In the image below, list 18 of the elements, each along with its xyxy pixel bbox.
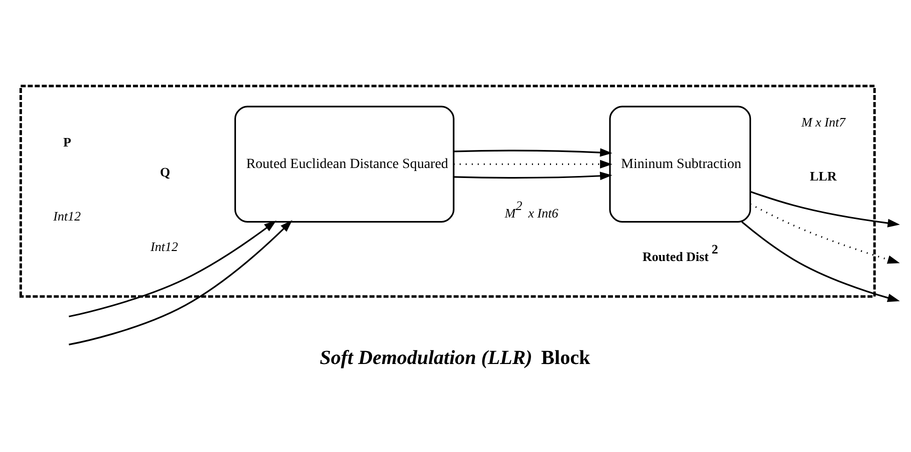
label: Q: [160, 164, 170, 180]
cluster: [19, 84, 876, 298]
label: LLR: [810, 168, 837, 184]
arrow: [68, 220, 292, 345]
arrow: [750, 202, 900, 264]
arrow: [454, 171, 612, 180]
arrow: [454, 159, 612, 168]
arrow: [454, 148, 612, 156]
arrow: [68, 220, 276, 317]
arrow: [750, 190, 900, 227]
label: M x Int7: [801, 114, 846, 130]
node-box: Routed Euclidean Distance Squared: [234, 105, 454, 222]
node-box: Mininum Subtraction: [609, 105, 752, 222]
label: Int12: [150, 238, 178, 254]
label: P: [63, 134, 72, 150]
diagram-title: Soft Demodulation (LLR) Block: [320, 346, 590, 368]
label: Int12: [53, 208, 81, 224]
arrow: [741, 220, 900, 302]
